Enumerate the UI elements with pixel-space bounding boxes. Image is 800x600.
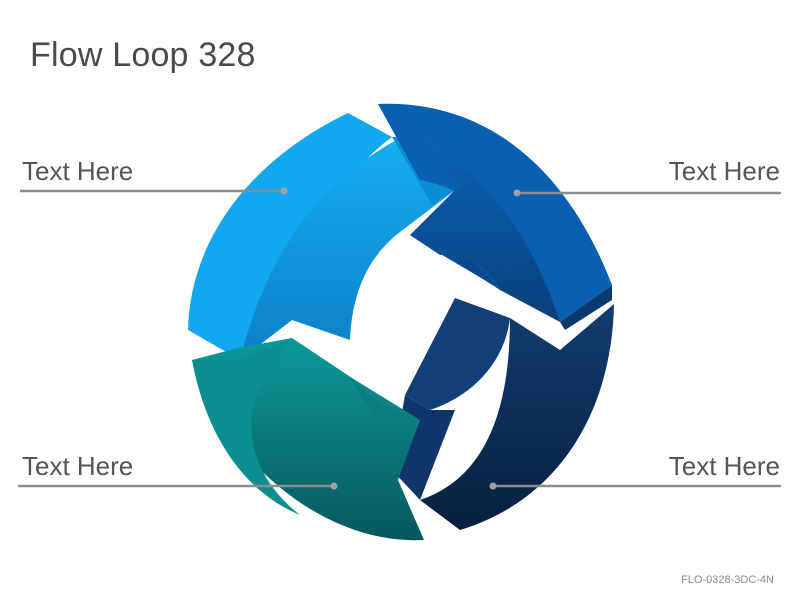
leader-line-bottom-right (489, 482, 781, 490)
label-top-left: Text Here (22, 156, 134, 186)
leader-line-top-right (513, 189, 781, 197)
segment-top-right (378, 103, 612, 330)
label-top-right: Text Here (668, 156, 780, 186)
product-code: FLO-0328-3DC-4N (681, 574, 774, 586)
segment-bottom-right (392, 298, 614, 530)
label-bottom-right: Text Here (668, 451, 780, 481)
label-bottom-left: Text Here (22, 451, 134, 481)
leader-line-top-left (20, 187, 288, 195)
segment-bottom-left (192, 338, 424, 541)
leader-line-bottom-left (18, 482, 338, 490)
page-title: Flow Loop 328 (30, 36, 256, 74)
